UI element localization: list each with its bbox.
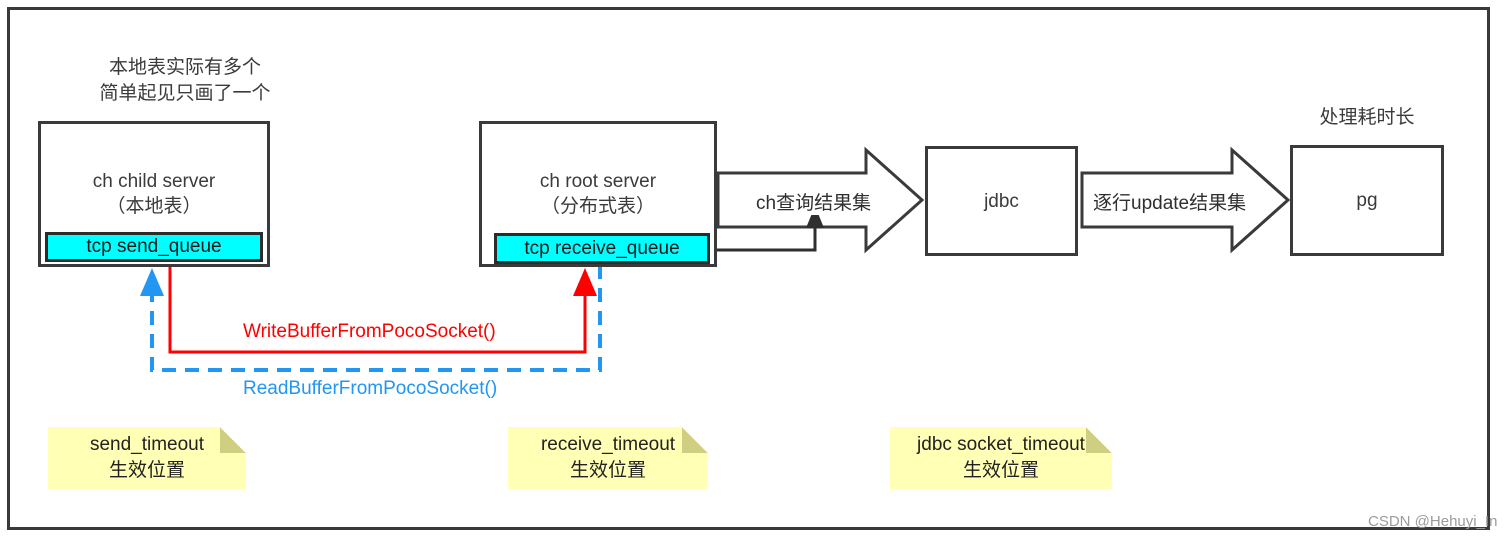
edge-label-row-update: 逐行update结果集: [1090, 188, 1250, 215]
local-table-note: 本地表实际有多个 简单起见只画了一个: [99, 57, 271, 104]
pg-processing-time-note: 处理耗时长: [1319, 107, 1415, 128]
note-fold-icon: [1086, 427, 1112, 453]
note-send-timeout: send_timeout 生效位置: [48, 427, 246, 489]
node-pg[interactable]: pg: [1290, 145, 1444, 256]
label-read-buffer: ReadBufferFromPocoSocket(): [243, 378, 498, 399]
ch-child-server-subtitle: （本地表）: [106, 196, 202, 217]
node-jdbc[interactable]: jdbc: [925, 146, 1078, 256]
note-receive-timeout-line1: receive_timeout: [540, 434, 676, 455]
ch-child-server-title: ch child server: [92, 171, 216, 192]
pg-label: pg: [1356, 190, 1378, 211]
note-receive-timeout-line2: 生效位置: [569, 460, 646, 481]
note-send-timeout-line2: 生效位置: [108, 460, 185, 481]
note-jdbc-socket-timeout-line1: jdbc socket_timeout: [917, 434, 1085, 455]
note-send-timeout-line1: send_timeout: [89, 434, 205, 455]
ch-root-server-title: ch root server: [539, 171, 657, 192]
note-jdbc-socket-timeout: jdbc socket_timeout 生效位置: [890, 427, 1112, 489]
tcp-send-queue[interactable]: tcp send_queue: [45, 232, 263, 262]
jdbc-label: jdbc: [984, 190, 1019, 212]
note-jdbc-socket-timeout-line2: 生效位置: [962, 460, 1039, 481]
tcp-receive-queue[interactable]: tcp receive_queue: [494, 233, 710, 264]
note-fold-icon: [220, 427, 246, 453]
csdn-watermark: CSDN @Hehuyi_In: [1368, 513, 1498, 530]
label-write-buffer: WriteBufferFromPocoSocket(): [243, 321, 496, 342]
ch-root-server-subtitle: （分布式表）: [540, 196, 655, 217]
edge-label-ch-result: ch查询结果集: [753, 188, 875, 215]
note-receive-timeout: receive_timeout 生效位置: [508, 427, 708, 489]
note-fold-icon: [682, 427, 708, 453]
